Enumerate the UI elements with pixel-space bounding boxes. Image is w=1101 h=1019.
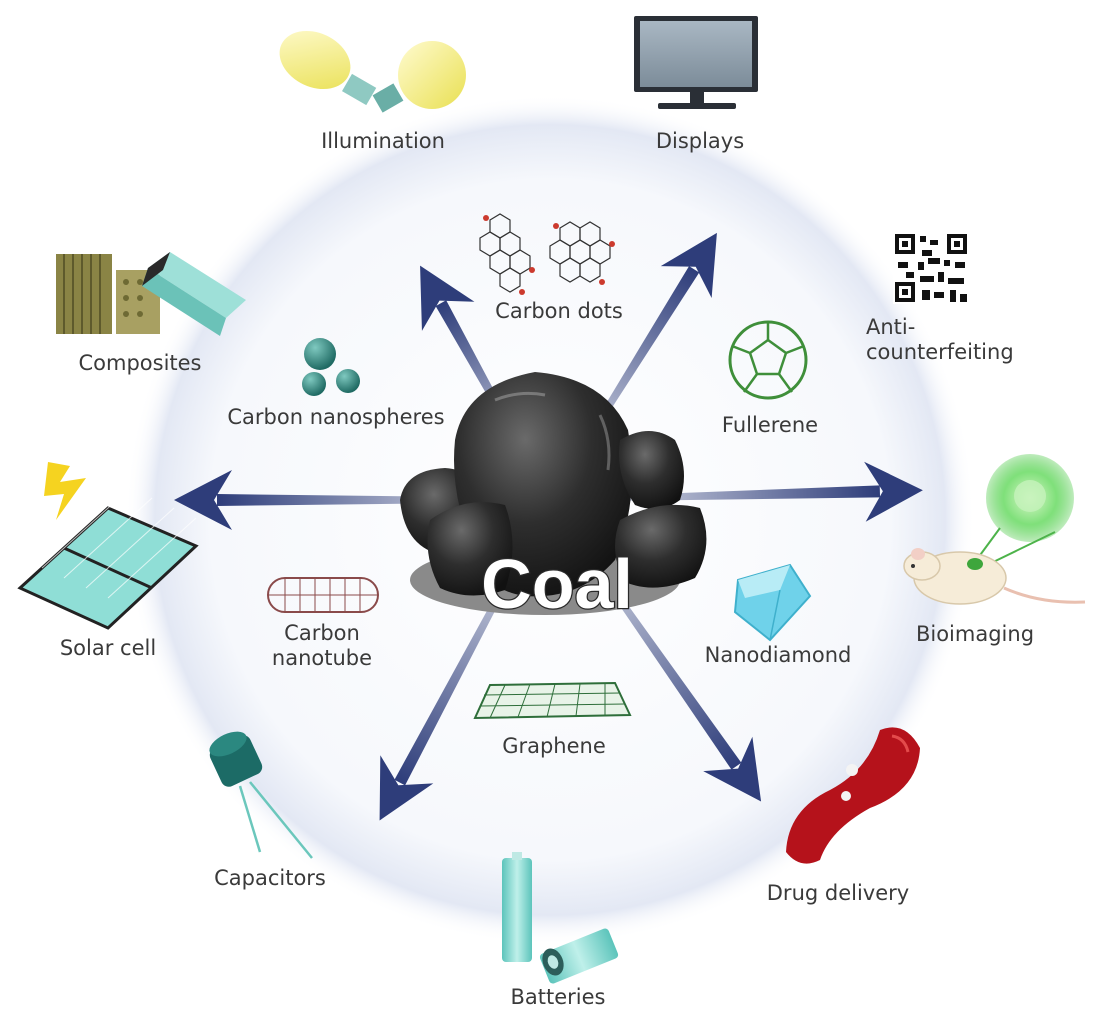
- carbon-nanospheres-icon: [302, 338, 360, 396]
- drug-delivery-vessel-icon: [786, 727, 920, 864]
- graphene-sheet: [473, 681, 632, 720]
- anti-counterfeiting-label-line2: counterfeiting: [866, 340, 1014, 364]
- carbon-nanotube-label-line2: nanotube: [272, 646, 372, 670]
- qr-code-icon: [893, 232, 969, 304]
- illumination-bulbs-icon: [279, 30, 466, 113]
- display-monitor-icon: [634, 16, 758, 109]
- carbon-nanotube-structure: [267, 577, 379, 613]
- fullerene-label: Fullerene: [722, 413, 818, 437]
- nanodiamond-label: Nanodiamond: [705, 643, 852, 667]
- nanodiamond-icon: [733, 563, 812, 642]
- solar-cell-panel-icon: [17, 462, 199, 630]
- fullerene-structure: [728, 320, 808, 400]
- coal-label: Coal: [481, 545, 633, 623]
- solar-cell-label: Solar cell: [60, 636, 156, 660]
- drug-delivery-label: Drug delivery: [767, 881, 909, 905]
- bioimaging-mouse-icon: [903, 454, 1086, 605]
- composites-label: Composites: [78, 351, 201, 375]
- displays-label: Displays: [656, 129, 744, 153]
- batteries-icon: [502, 852, 619, 984]
- carbon-nanospheres-label: Carbon nanospheres: [227, 405, 444, 429]
- anti-counterfeiting-label-line1: Anti-: [866, 315, 915, 339]
- coal-pile: Coal: [400, 372, 707, 624]
- carbon-nanotube-label-line1: Carbon: [284, 621, 360, 645]
- carbon-dots-structure: [479, 213, 615, 295]
- batteries-label: Batteries: [511, 985, 606, 1009]
- composites-blocks-icon: [56, 252, 246, 336]
- carbon-dots-label: Carbon dots: [495, 299, 623, 323]
- illumination-label: Illumination: [321, 129, 445, 153]
- capacitor-icon: [209, 731, 313, 859]
- capacitors-label: Capacitors: [214, 866, 326, 890]
- bioimaging-label: Bioimaging: [916, 622, 1034, 646]
- graphene-label: Graphene: [502, 734, 606, 758]
